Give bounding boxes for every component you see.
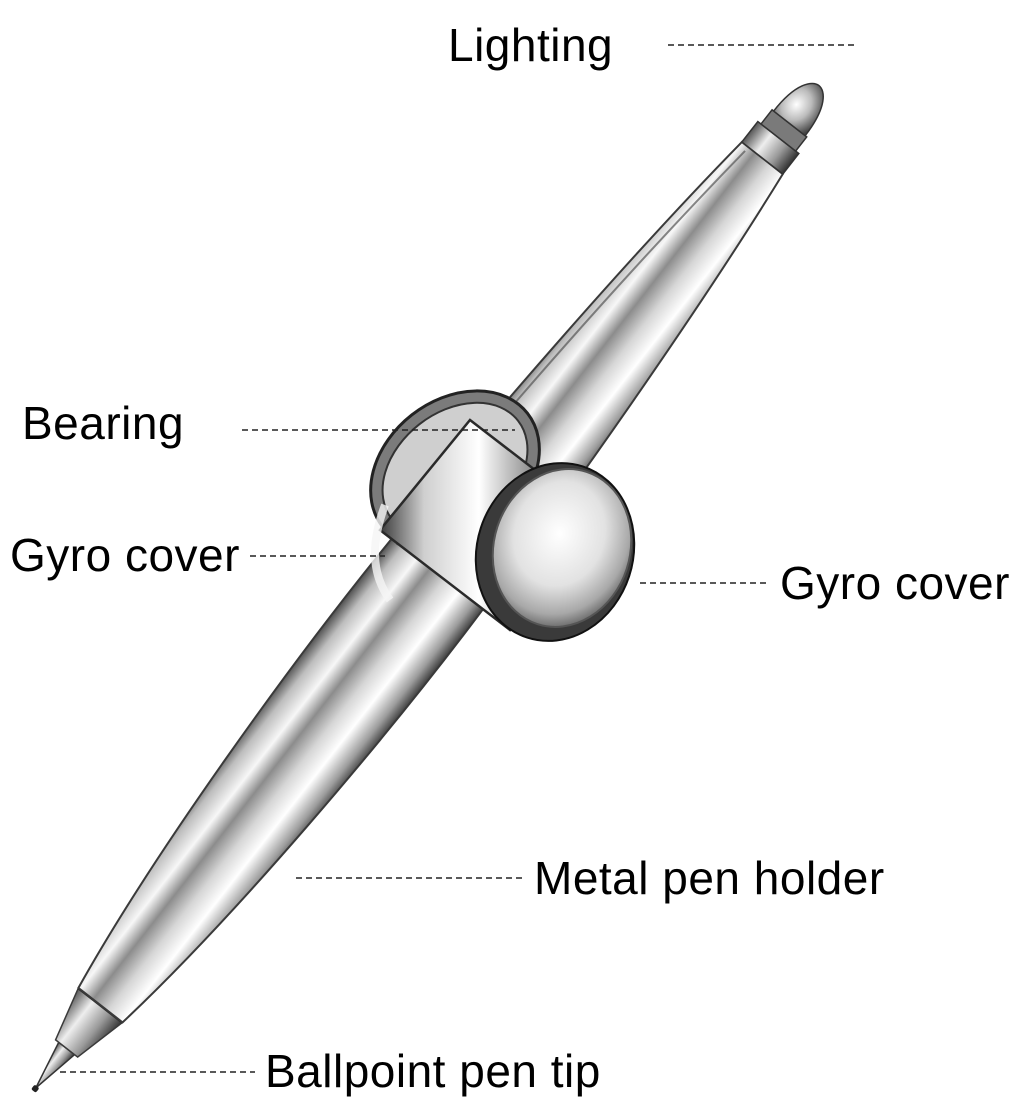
label-ballpoint-pen-tip: Ballpoint pen tip xyxy=(265,1045,601,1097)
lighting-cap xyxy=(772,82,824,137)
ball-point xyxy=(31,1085,39,1093)
label-gyro-cover-left: Gyro cover xyxy=(10,529,240,581)
label-bearing: Bearing xyxy=(22,397,185,449)
gyro-assembly xyxy=(369,389,636,642)
label-metal-pen-holder: Metal pen holder xyxy=(534,852,885,904)
pen-body xyxy=(31,82,824,1093)
label-lighting: Lighting xyxy=(448,19,614,71)
gyro-cover-front xyxy=(491,468,633,628)
gyro-cover-left-edge xyxy=(370,503,394,603)
label-gyro-cover-right: Gyro cover xyxy=(780,557,1010,609)
leader-lines xyxy=(60,44,858,1073)
